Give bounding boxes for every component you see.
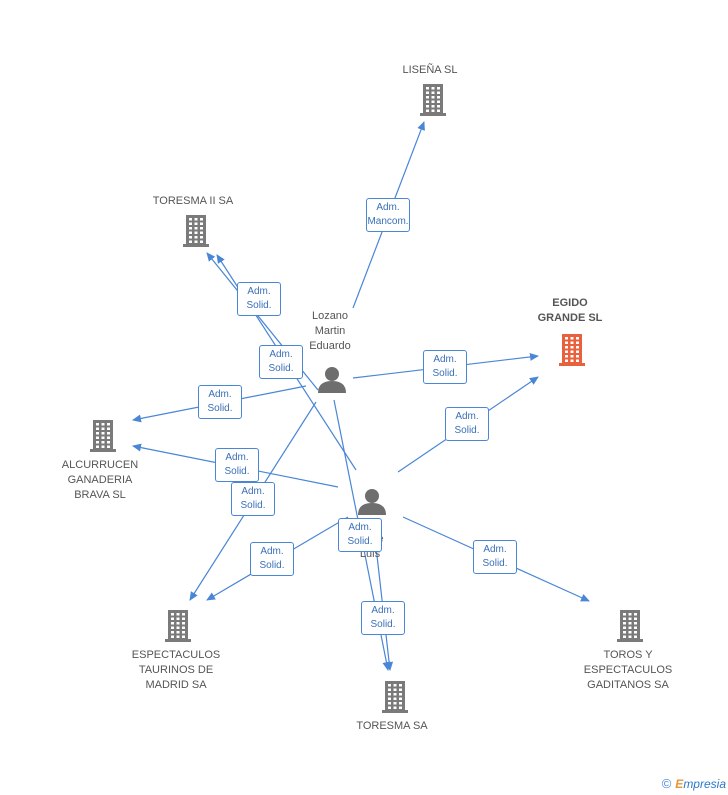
person-icon-lozano[interactable]	[318, 367, 346, 393]
node-label-lisena[interactable]: LISEÑA SL	[402, 64, 458, 76]
building-icon-lisena[interactable]	[420, 84, 446, 116]
copyright-symbol: ©	[661, 776, 672, 791]
role-label-lozano-to-egido[interactable]: Adm. Solid.	[423, 350, 467, 384]
node-label-toresma[interactable]: TORESMA SA	[356, 720, 428, 732]
role-label-jose-to-toros[interactable]: Adm. Solid.	[473, 540, 517, 574]
node-label-toresma2[interactable]: TORESMA II SA	[152, 195, 234, 207]
role-label-jose-to-egido[interactable]: Adm. Solid.	[445, 407, 489, 441]
role-label-lozano-to-toresma[interactable]: Adm. Solid.	[338, 518, 382, 552]
brand-initial: E	[675, 777, 684, 791]
building-icon-egido[interactable]	[559, 334, 585, 366]
node-label-egido[interactable]: EGIDO GRANDE SL	[537, 297, 603, 324]
role-label-lozano-to-alcurrucen[interactable]: Adm. Solid.	[198, 385, 242, 419]
brand-name: mpresia	[683, 777, 726, 791]
node-label-alcurrucen[interactable]: ALCURRUCEN GANADERIA BRAVA SL	[61, 459, 139, 501]
footer-credit[interactable]: ©Empresia	[662, 776, 726, 791]
node-label-lozano[interactable]: Lozano Martin Eduardo	[309, 310, 351, 352]
role-label-lozano-to-toresma2[interactable]: Adm. Solid.	[237, 282, 281, 316]
role-label-jose-to-toresma[interactable]: Adm. Solid.	[361, 601, 405, 635]
role-label-lozano-to-espectaculos_madrid[interactable]: Adm. Solid.	[231, 482, 275, 516]
building-icon-alcurrucen[interactable]	[90, 420, 116, 452]
role-label-jose-to-alcurrucen[interactable]: Adm. Solid.	[215, 448, 259, 482]
node-label-toros[interactable]: TOROS Y ESPECTACULOS GADITANOS SA	[583, 649, 673, 691]
role-label-lozano-to-lisena[interactable]: Adm. Mancom.	[366, 198, 410, 232]
node-label-espectaculos_madrid[interactable]: ESPECTACULOS TAURINOS DE MADRID SA	[131, 649, 221, 691]
building-icon-espectaculos_madrid[interactable]	[165, 610, 191, 642]
role-label-jose-to-toresma2[interactable]: Adm. Solid.	[259, 345, 303, 379]
building-icon-toresma[interactable]	[382, 681, 408, 713]
person-icon-jose[interactable]	[358, 489, 386, 515]
role-label-jose-to-espectaculos_madrid[interactable]: Adm. Solid.	[250, 542, 294, 576]
building-icon-toresma2[interactable]	[183, 215, 209, 247]
building-icon-toros[interactable]	[617, 610, 643, 642]
